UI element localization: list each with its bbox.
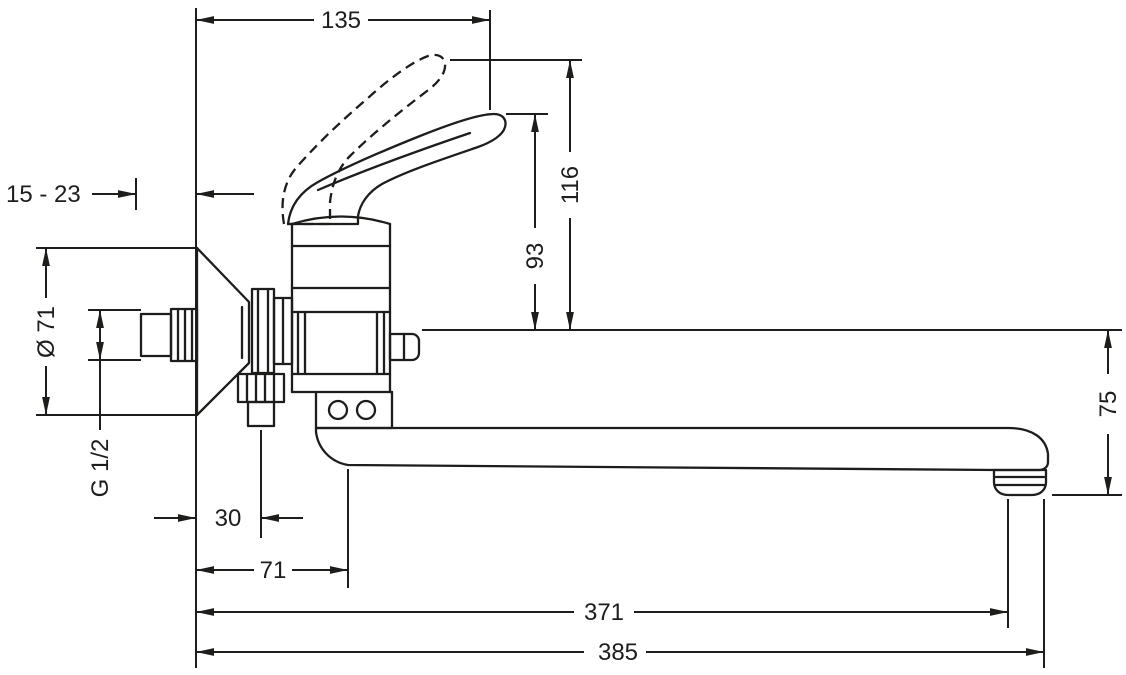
dimension-handle-height-raised-label: 116 [557,166,584,204]
spout-swivel-nut [314,390,394,430]
dimension-total-reach-label: 385 [598,639,638,666]
mixer-body [290,215,394,394]
dimension-connection-thread-label: G 1/2 [87,439,114,498]
wall-connection-nipple [139,307,199,363]
dimension-lower-outlet-offset: 30 [154,430,303,538]
dimension-outlet-reach-label: 371 [584,599,624,626]
lower-shower-outlet [236,372,286,428]
lever-handle [286,112,507,226]
dimension-spout-drop-label: 75 [1095,391,1122,418]
lever-handle-raised-dashed [281,53,447,226]
aerator [992,468,1048,497]
dimension-wall-thickness-range: 15 - 23 [6,178,254,210]
dimension-handle-height: 93 [506,113,549,330]
dimension-escutcheon-diameter: Ø 71 [33,247,197,416]
dimension-spout-drop: 75 [1052,330,1122,496]
side-knob [388,332,421,362]
dimension-spout-hub-offset-label: 71 [260,557,287,584]
dimension-lower-outlet-offset-label: 30 [215,505,242,532]
dimension-escutcheon-diameter-label: Ø 71 [33,306,60,358]
dimension-top-width-label: 135 [321,7,361,34]
union-nuts [250,287,294,375]
long-spout [314,426,1050,472]
dimension-handle-height-label: 93 [522,243,549,270]
faucet-drawing [139,53,1050,497]
dimension-handle-height-raised: 116 [450,59,584,330]
escutcheon-cone [195,246,251,417]
dimension-outlet-reach: 371 [196,499,1009,628]
dimension-spout-hub-offset: 71 [196,469,349,588]
dimension-total-reach: 385 [196,499,1045,668]
dimension-top-width: 135 [196,7,491,110]
dimension-connection-thread: G 1/2 [87,309,141,498]
dimension-wall-thickness-range-label: 15 - 23 [6,181,81,208]
